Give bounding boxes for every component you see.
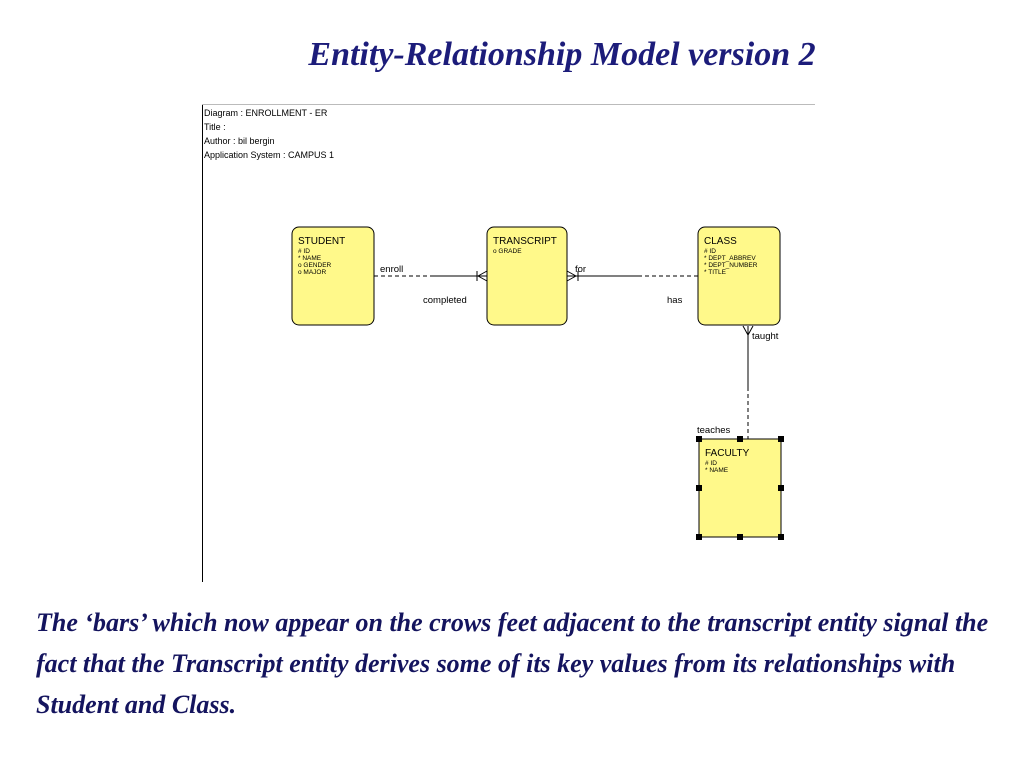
rel-label-for: for — [575, 264, 586, 275]
rel-label-has: has — [667, 295, 683, 306]
entity-student[interactable]: STUDENT # ID * NAME o GENDER o MAJOR — [291, 226, 375, 326]
entity-student-attr: # ID — [298, 248, 310, 255]
diagram-name: Diagram : ENROLLMENT - ER — [204, 108, 328, 118]
entity-faculty-attr: # ID — [705, 460, 717, 467]
entity-class-name: CLASS — [704, 236, 737, 247]
entity-transcript-attr: o GRADE — [493, 248, 522, 255]
entity-class-attr: # ID — [704, 248, 716, 255]
entity-class-attr: * TITLE — [704, 269, 727, 276]
entity-faculty[interactable]: FACULTY # ID * NAME — [698, 438, 782, 538]
entity-transcript-name: TRANSCRIPT — [493, 236, 557, 247]
entity-student-attr: o GENDER — [298, 262, 332, 269]
rel-label-enroll: enroll — [380, 264, 403, 275]
relationship-class-faculty — [742, 325, 754, 439]
entity-transcript[interactable]: TRANSCRIPT o GRADE — [486, 226, 568, 326]
rel-label-taught: taught — [752, 331, 779, 342]
entity-student-attr: * NAME — [298, 255, 322, 262]
selection-handles[interactable] — [696, 436, 784, 540]
relationship-student-transcript — [374, 270, 488, 282]
entity-faculty-attr: * NAME — [705, 467, 729, 474]
diagram-author: Author : bil bergin — [204, 136, 275, 146]
entity-class-attr: * DEPT_NUMBER — [704, 262, 758, 269]
diagram-title: Title : — [204, 122, 226, 132]
slide-caption: The ‘bars’ which now appear on the crows… — [36, 608, 989, 719]
entity-student-attr: o MAJOR — [298, 269, 326, 276]
entity-student-name: STUDENT — [298, 236, 345, 247]
rel-label-completed: completed — [423, 295, 467, 306]
slide-title: Entity-Relationship Model version 2 — [308, 36, 816, 73]
entity-class[interactable]: CLASS # ID * DEPT_ABBREV * DEPT_NUMBER *… — [697, 226, 781, 326]
er-diagram: Diagram : ENROLLMENT - ER Title : Author… — [202, 104, 815, 582]
rel-label-teaches: teaches — [697, 425, 731, 436]
entity-class-attr: * DEPT_ABBREV — [704, 255, 756, 262]
diagram-application-system: Application System : CAMPUS 1 — [204, 150, 334, 160]
er-diagram-pane: Diagram : ENROLLMENT - ER Title : Author… — [202, 104, 815, 582]
relationship-transcript-class — [566, 270, 698, 282]
entity-faculty-name: FACULTY — [705, 448, 750, 459]
